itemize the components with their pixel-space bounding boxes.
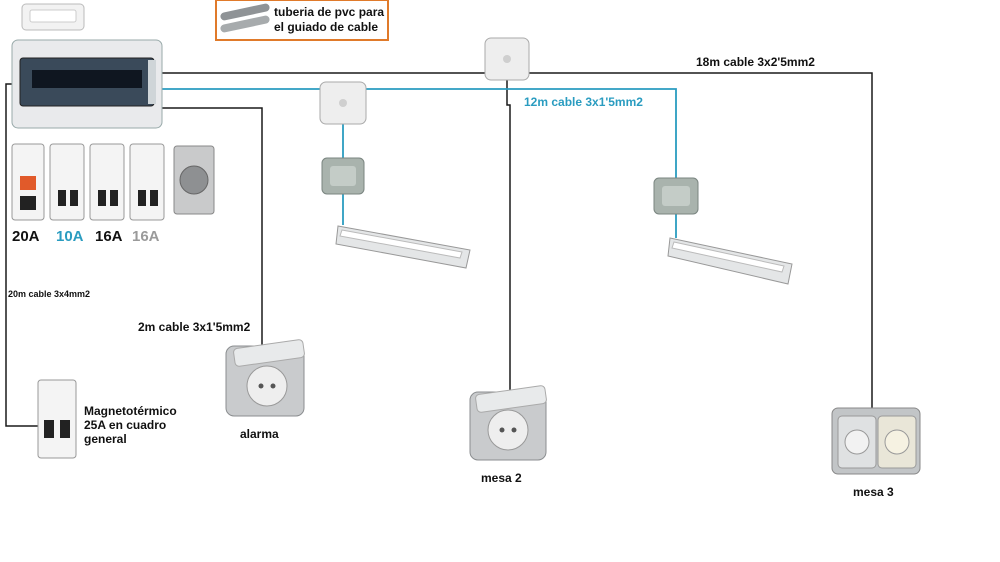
main-breaker-line2: 25A en cuadro [84,418,167,432]
junction-box-icon [319,81,367,125]
cable-feed-line [5,83,38,427]
socket-desk3-label: mesa 3 [853,485,894,499]
fluorescent-fixture-icon [335,225,471,269]
breaker-rating-3: 16A [95,228,123,245]
emergency-light-icon [21,3,85,31]
socket-alarm-label: alarma [240,427,279,441]
socket-desk2-label: mesa 2 [481,471,522,485]
cable-18m-line [160,72,873,410]
wall-socket-icon [469,385,547,461]
circuit-breaker-icon [89,143,125,221]
din-socket-icon [173,145,215,215]
switch-icon [321,157,365,195]
pipe-note-line1: tuberia de pvc para [274,5,385,19]
main-breaker-label: Magnetotérmico 25A en cuadro general [84,404,177,446]
breaker-rating-4: 16A [132,228,160,245]
cable-18m-label: 18m cable 3x2'5mm2 [696,55,815,69]
cable-12m-label: 12m cable 3x1'5mm2 [524,95,643,109]
circuit-breaker-icon [49,143,85,221]
fluorescent-fixture-icon [667,237,793,285]
distribution-panel-icon [11,39,163,129]
circuit-breaker-icon [129,143,165,221]
wall-socket-icon [225,339,305,417]
junction-box-icon [484,37,530,81]
breaker-rating-1: 20A [12,228,40,245]
double-socket-icon [831,407,921,475]
circuit-breaker-icon [37,379,77,459]
cable-mesa2-line [506,73,511,395]
breaker-rating-2: 10A [56,228,84,245]
main-breaker-line1: Magnetotérmico [84,404,177,418]
main-breaker-line3: general [84,432,127,446]
cable-20m-label: 20m cable 3x4mm2 [8,289,91,299]
pvc-pipe-icon [215,0,389,41]
circuit-breaker-icon [11,143,45,221]
switch-icon [653,177,699,215]
cable-alarm-line [160,107,263,345]
pipe-note-line2: el guiado de cable [274,20,379,34]
pipe-note: tuberia de pvc para el guiado de cable [274,5,384,35]
cable-2m-label: 2m cable 3x1'5mm2 [138,320,251,334]
